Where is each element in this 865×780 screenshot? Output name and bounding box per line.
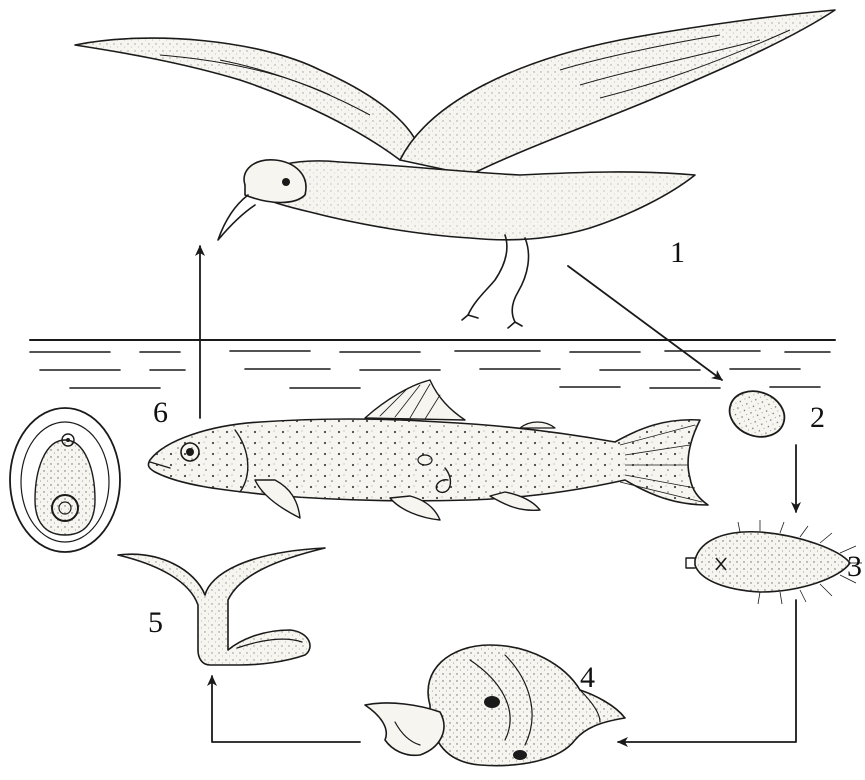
arrow-miracidium-to-snail	[618, 600, 796, 742]
arrow-bird-to-egg	[568, 266, 722, 380]
stage-label-4: 4	[580, 663, 595, 693]
stage-label-5: 5	[148, 608, 163, 638]
egg-illustration	[723, 384, 791, 444]
stage-label-1: 1	[670, 238, 685, 268]
stage-label-2: 2	[810, 403, 825, 433]
fish-illustration	[148, 380, 708, 520]
arrow-snail-to-cercaria	[212, 676, 360, 742]
water-surface	[30, 340, 835, 388]
ciliated-larva-illustration	[686, 520, 862, 604]
gull-illustration	[75, 10, 835, 328]
stage-label-3: 3	[847, 552, 862, 582]
stage-label-6: 6	[153, 398, 168, 428]
encysted-larva-illustration	[10, 408, 120, 552]
